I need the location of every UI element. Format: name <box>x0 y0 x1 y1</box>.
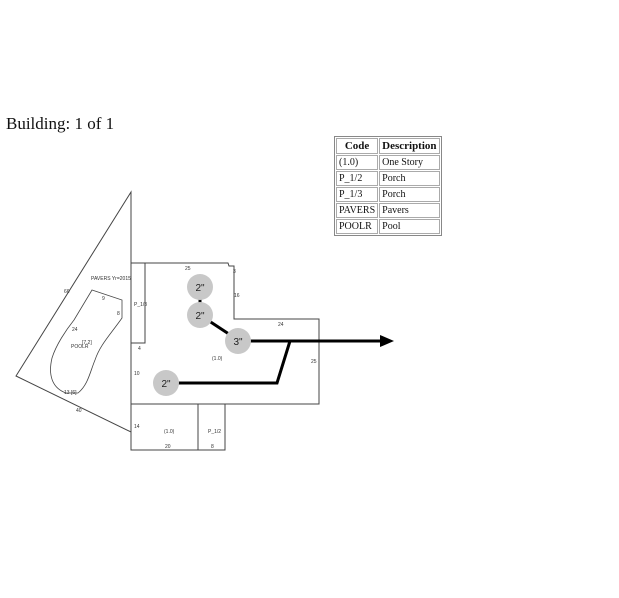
pipe-marker: 2" <box>187 302 213 328</box>
main-building-outline <box>131 262 320 405</box>
label-main: (1.0) <box>212 356 223 362</box>
label-pool: POOLR <box>71 344 89 350</box>
legend-code: P_1/2 <box>336 171 379 186</box>
pipe-marker: 2" <box>153 370 179 396</box>
legend-row: POOLR Pool <box>336 219 440 234</box>
dim-porch12-bottom: 8 <box>211 444 214 450</box>
legend-description: Pool <box>379 219 440 234</box>
svg-text:2": 2" <box>195 283 205 294</box>
dim-main-notch: 3 <box>233 269 236 275</box>
label-pavers: PAVERS Yr=2015 <box>91 276 131 282</box>
legend-code: P_1/3 <box>336 187 379 202</box>
building-title: Building: 1 of 1 <box>6 114 115 133</box>
dim-lower-bottom: 20 <box>165 444 171 450</box>
lower-building-outline <box>130 404 226 451</box>
legend-code: (1.0) <box>336 155 379 170</box>
dim-pool-left: 24 <box>72 327 78 333</box>
pool-outline <box>50 289 123 394</box>
label-porch-p13: P_1/3 <box>134 302 147 308</box>
svg-text:3": 3" <box>233 337 243 348</box>
legend-header-description: Description <box>379 138 440 154</box>
label-porch-p12: P_1/2 <box>208 429 221 435</box>
legend-description: One Story <box>379 155 440 170</box>
label-lower: (1.0) <box>164 429 175 435</box>
legend-row: P_1/3 Porch <box>336 187 440 202</box>
legend-header-row: Code Description <box>336 138 440 154</box>
pipe-marker: 2" <box>187 274 213 300</box>
pavers-outline <box>15 190 132 433</box>
arrow-head-icon <box>380 335 394 347</box>
dim-pool-right: 8 <box>117 311 120 317</box>
svg-text:2": 2" <box>161 379 171 390</box>
legend-row: PAVERS Pavers <box>336 203 440 218</box>
legend-header-code: Code <box>336 138 379 154</box>
dim-main-top: 25 <box>185 266 191 272</box>
legend-code: POOLR <box>336 219 379 234</box>
legend-description: Pavers <box>379 203 440 218</box>
legend-row: P_1/2 Porch <box>336 171 440 186</box>
dim-pool-top: 9 <box>102 296 105 302</box>
legend-code: PAVERS <box>336 203 379 218</box>
dim-pavers-bottom: 40 <box>76 408 82 414</box>
dim-main-right-upper: 16 <box>234 293 240 299</box>
legend-description: Porch <box>379 171 440 186</box>
dim-main-left: 10 <box>134 371 140 377</box>
pipe-lower-run <box>166 340 292 385</box>
dim-main-step: 24 <box>278 322 284 328</box>
dim-main-right: 25 <box>311 359 317 365</box>
dim-lower-left: 14 <box>134 424 140 430</box>
legend-table: Code Description (1.0) One Story P_1/2 P… <box>334 136 442 236</box>
legend-row: (1.0) One Story <box>336 155 440 170</box>
pipe-marker: 3" <box>225 328 251 354</box>
dim-pool-bottom: 13 [6] <box>64 390 77 396</box>
svg-text:2": 2" <box>195 311 205 322</box>
legend-description: Porch <box>379 187 440 202</box>
dim-porch13-bottom: 4 <box>138 346 141 352</box>
label-pool-tag: [7,2] <box>82 340 92 346</box>
dim-pavers-hyp: 66 <box>64 289 70 295</box>
